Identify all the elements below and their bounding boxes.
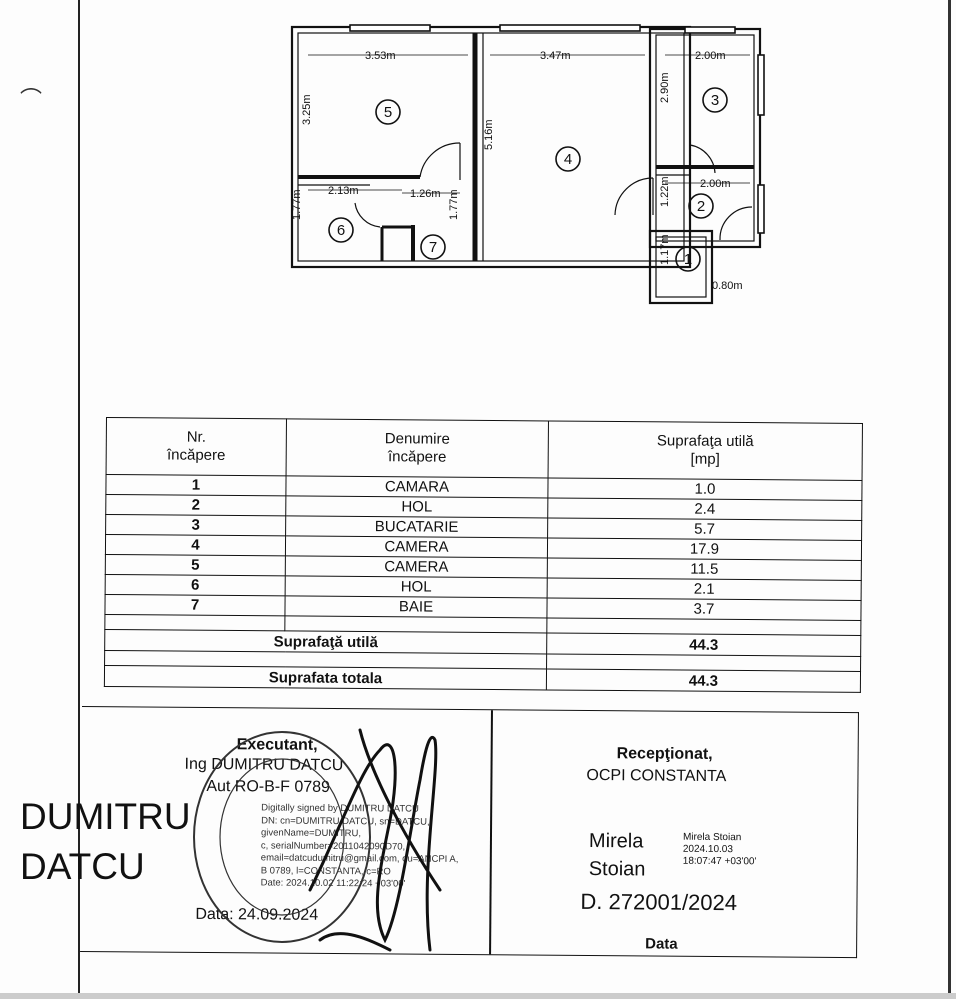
wall-camara [648, 229, 714, 305]
room-number: 6 [337, 222, 345, 239]
registration-number: D. 272001/2024 [580, 888, 738, 916]
dimension-label: 2.00m [700, 178, 731, 190]
cell-name: BUCATARIE [285, 515, 548, 538]
receptionat-org: OCPI CONSTANTA [586, 766, 727, 786]
signer-name: DUMITRU DATCU [20, 796, 191, 887]
cell-nr: 2 [105, 494, 286, 516]
dimension-label: 1.26m [410, 188, 441, 200]
receptionat-digital-stamp: Mirela Stoian 2024.10.03 18:07:47 +03'00… [682, 831, 757, 868]
cell-nr: 5 [105, 554, 286, 576]
wall-outer-left [290, 25, 692, 269]
dimension-label: 1.77m [291, 189, 303, 220]
room-number: 1 [684, 251, 692, 268]
cell-nr: 1 [105, 474, 287, 496]
room-number: 3 [711, 92, 719, 109]
dimension-label: 3.47m [540, 50, 571, 62]
dimension-label: 1.77m [448, 189, 460, 220]
room-number: 2 [697, 198, 705, 215]
cell-area: 11.5 [547, 557, 862, 581]
useful-area-value: 44.3 [546, 632, 861, 657]
dimension-label: 5.16m [483, 119, 495, 150]
page-edge-left [78, 0, 80, 999]
cell-area: 17.9 [547, 537, 862, 561]
dimension-label: 3.25m [301, 94, 313, 125]
cell-area: 1.0 [547, 477, 863, 501]
room-number: 5 [384, 104, 392, 121]
dimension-label: 1.22m [659, 176, 671, 207]
cell-nr: 4 [105, 534, 286, 556]
cell-name: CAMERA [285, 535, 548, 558]
dimension-label: 2.13m [328, 185, 359, 197]
header-area: Suprafaţa utilă[mp] [548, 420, 863, 481]
dimension-label: 1.17m [659, 234, 671, 265]
seal-stamp [193, 731, 371, 943]
total-area-label: Suprafata totala [104, 665, 547, 690]
cell-name: CAMERA [285, 555, 548, 578]
cell-nr: 7 [104, 594, 286, 616]
cell-nr: 6 [105, 574, 286, 596]
cell-name: HOL [285, 575, 548, 598]
corner-mark: ⌒ [20, 87, 43, 112]
page-bottom-edge [0, 993, 956, 999]
cell-area: 2.1 [547, 577, 862, 601]
cell-area: 2.4 [547, 497, 862, 521]
cell-name: HOL [285, 495, 548, 518]
receptionat-name: Mirela Stoian [588, 829, 646, 881]
receptionat-date-label: Data [645, 935, 678, 953]
room-number: 4 [564, 151, 572, 168]
header-nr: Nr.încăpere [106, 417, 287, 476]
dimension-label: 0.80m [712, 280, 743, 292]
receptionat-title: Recepţionat, [616, 745, 713, 763]
cell-nr: 3 [105, 514, 286, 536]
page-edge-right [948, 0, 951, 999]
cell-name: CAMARA [285, 475, 549, 498]
cell-area: 3.7 [546, 597, 862, 621]
floor-plan: 3.53m 3.47m 2.00m 3.25m 5.16m 2.90m 2.13m 1.26m… [290, 24, 765, 305]
cell-name: BAIE [284, 595, 548, 618]
cell-area: 5.7 [547, 517, 862, 541]
dimension-label: 2.00m [695, 50, 726, 62]
total-area-value: 44.3 [546, 668, 861, 693]
handwritten-signature [308, 728, 442, 952]
dimension-label: 2.90m [659, 72, 671, 103]
room-number: 7 [429, 239, 437, 256]
dimension-label: 3.53m [365, 50, 396, 62]
